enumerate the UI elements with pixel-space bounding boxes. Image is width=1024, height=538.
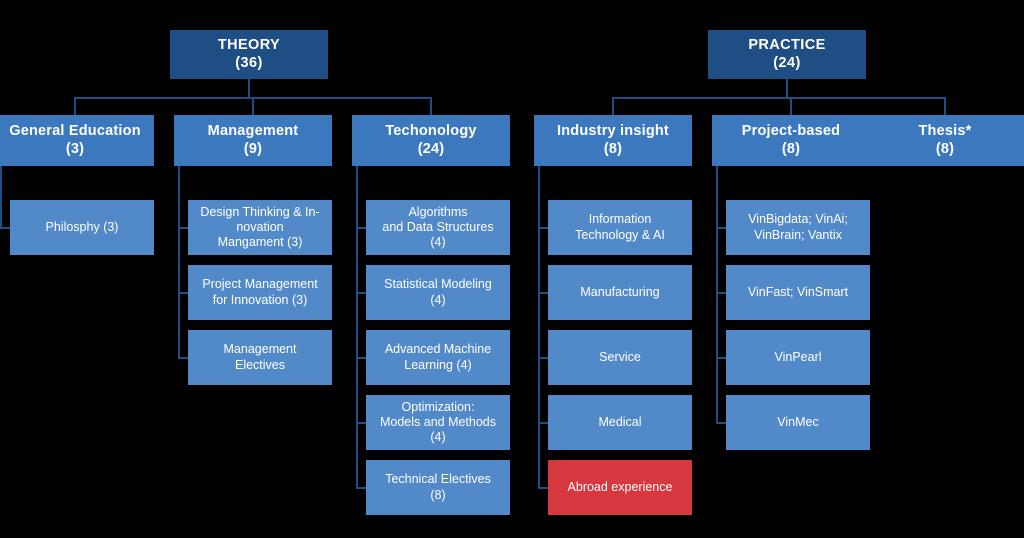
project-based-box[interactable]: Project-based (8) (712, 115, 870, 166)
techonology-box-label: Techonology (24) (385, 122, 477, 157)
techonology-leaf-1-label: Statistical Modeling (4) (384, 277, 492, 307)
techonology-leaf-3[interactable]: Optimization: Models and Methods (4) (366, 395, 510, 450)
techonology-stub-4 (356, 487, 366, 489)
industry-insight-drop (612, 97, 614, 115)
management-stub-2 (178, 357, 188, 359)
industry-insight-leaf-3[interactable]: Medical (548, 395, 692, 450)
management-leaf-2[interactable]: Management Electives (188, 330, 332, 385)
industry-insight-leaf-1-label: Manufacturing (580, 284, 660, 299)
project-based-stub-3 (716, 422, 726, 424)
project-based-leaf-2[interactable]: VinPearl (726, 330, 870, 385)
project-based-leaf-2-label: VinPearl (774, 349, 822, 364)
industry-insight-stub-2 (538, 357, 548, 359)
industry-insight-leaf-1[interactable]: Manufacturing (548, 265, 692, 320)
industry-insight-leaf-3-label: Medical (598, 414, 642, 429)
management-leaf-2-label: Management Electives (223, 342, 297, 372)
practice-root-box-label: PRACTICE (24) (748, 36, 826, 71)
project-based-leaf-0-label: VinBigdata; VinAi; VinBrain; Vantix (748, 212, 848, 242)
industry-insight-stub-0 (538, 227, 548, 229)
general-education-stub-0 (0, 227, 10, 229)
industry-insight-leaf-0-label: Information Technology & AI (575, 212, 665, 242)
project-based-spine (716, 166, 718, 423)
management-box[interactable]: Management (9) (174, 115, 332, 166)
practice-bus (613, 97, 945, 99)
techonology-stub-3 (356, 422, 366, 424)
techonology-spine (356, 166, 358, 488)
thesis-box-label: Thesis* (8) (918, 122, 972, 157)
industry-insight-leaf-0[interactable]: Information Technology & AI (548, 200, 692, 255)
techonology-box[interactable]: Techonology (24) (352, 115, 510, 166)
management-leaf-0[interactable]: Design Thinking & In- novation Mangament… (188, 200, 332, 255)
project-based-stub-2 (716, 357, 726, 359)
thesis-drop (944, 97, 946, 115)
practice-root-stem (786, 79, 788, 97)
techonology-drop (430, 97, 432, 115)
theory-root-box-label: THEORY (36) (217, 36, 281, 71)
project-based-box-label: Project-based (8) (741, 122, 841, 157)
techonology-leaf-4[interactable]: Technical Electives (8) (366, 460, 510, 515)
industry-insight-box-label: Industry insight (8) (557, 122, 669, 157)
industry-insight-stub-4 (538, 487, 548, 489)
techonology-leaf-2[interactable]: Advanced Machine Learning (4) (366, 330, 510, 385)
general-education-box[interactable]: General Education (3) (0, 115, 154, 166)
industry-insight-leaf-2-label: Service (599, 349, 641, 364)
project-based-stub-1 (716, 292, 726, 294)
project-based-leaf-1-label: VinFast; VinSmart (747, 284, 849, 299)
project-based-leaf-3[interactable]: VinMec (726, 395, 870, 450)
management-stub-1 (178, 292, 188, 294)
industry-insight-leaf-4-label: Abroad experience (567, 479, 673, 494)
project-based-stub-0 (716, 227, 726, 229)
general-education-box-label: General Education (3) (9, 122, 141, 157)
general-education-leaf-0-label: Philosphy (3) (45, 219, 119, 234)
industry-insight-stub-3 (538, 422, 548, 424)
thesis-box[interactable]: Thesis* (8) (866, 115, 1024, 166)
general-education-leaf-0[interactable]: Philosphy (3) (10, 200, 154, 255)
management-leaf-1-label: Project Management for Innovation (3) (202, 277, 318, 307)
techonology-leaf-0[interactable]: Algorithms and Data Structures (4) (366, 200, 510, 255)
industry-insight-leaf-4[interactable]: Abroad experience (548, 460, 692, 515)
management-spine (178, 166, 180, 358)
industry-insight-spine (538, 166, 540, 488)
practice-root-box: PRACTICE (24) (708, 30, 866, 79)
techonology-leaf-1[interactable]: Statistical Modeling (4) (366, 265, 510, 320)
techonology-stub-1 (356, 292, 366, 294)
theory-root-stem (248, 79, 250, 97)
general-education-drop (74, 97, 76, 115)
techonology-stub-2 (356, 357, 366, 359)
techonology-leaf-0-label: Algorithms and Data Structures (4) (382, 204, 494, 250)
management-box-label: Management (9) (207, 122, 299, 157)
techonology-leaf-2-label: Advanced Machine Learning (4) (384, 342, 492, 372)
management-leaf-1[interactable]: Project Management for Innovation (3) (188, 265, 332, 320)
project-based-leaf-0[interactable]: VinBigdata; VinAi; VinBrain; Vantix (726, 200, 870, 255)
project-based-leaf-1[interactable]: VinFast; VinSmart (726, 265, 870, 320)
management-stub-0 (178, 227, 188, 229)
techonology-leaf-3-label: Optimization: Models and Methods (4) (379, 399, 497, 445)
project-based-drop (790, 97, 792, 115)
techonology-stub-0 (356, 227, 366, 229)
industry-insight-leaf-2[interactable]: Service (548, 330, 692, 385)
management-drop (252, 97, 254, 115)
theory-root-box: THEORY (36) (170, 30, 328, 79)
industry-insight-stub-1 (538, 292, 548, 294)
management-leaf-0-label: Design Thinking & In- novation Mangament… (200, 204, 320, 250)
industry-insight-box[interactable]: Industry insight (8) (534, 115, 692, 166)
general-education-spine (0, 166, 2, 228)
techonology-leaf-4-label: Technical Electives (8) (385, 472, 491, 502)
project-based-leaf-3-label: VinMec (777, 414, 819, 429)
